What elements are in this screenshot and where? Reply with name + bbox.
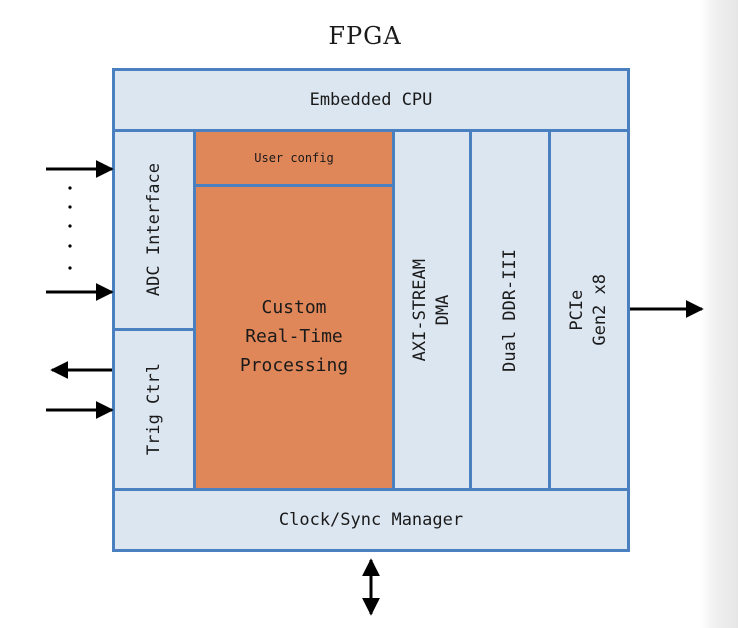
custom-processing-label: Custom Real-Time Processing bbox=[239, 297, 349, 376]
user-config-label: User config bbox=[254, 151, 334, 165]
custom-processing-block: Custom Real-Time Processing bbox=[193, 184, 395, 491]
adc-interface-block: ADC Interface bbox=[112, 129, 196, 331]
fpga-title: FPGA bbox=[328, 22, 402, 50]
adc-input-ellipsis bbox=[68, 186, 72, 270]
clock-sync-block: Clock/Sync Manager bbox=[112, 488, 630, 552]
clock-sync-label: Clock/Sync Manager bbox=[278, 510, 464, 530]
user-config-block: User config bbox=[193, 129, 395, 187]
embedded-cpu-label: Embedded CPU bbox=[309, 90, 433, 110]
pcie-block: PCIe Gen2 x8 bbox=[548, 129, 630, 491]
